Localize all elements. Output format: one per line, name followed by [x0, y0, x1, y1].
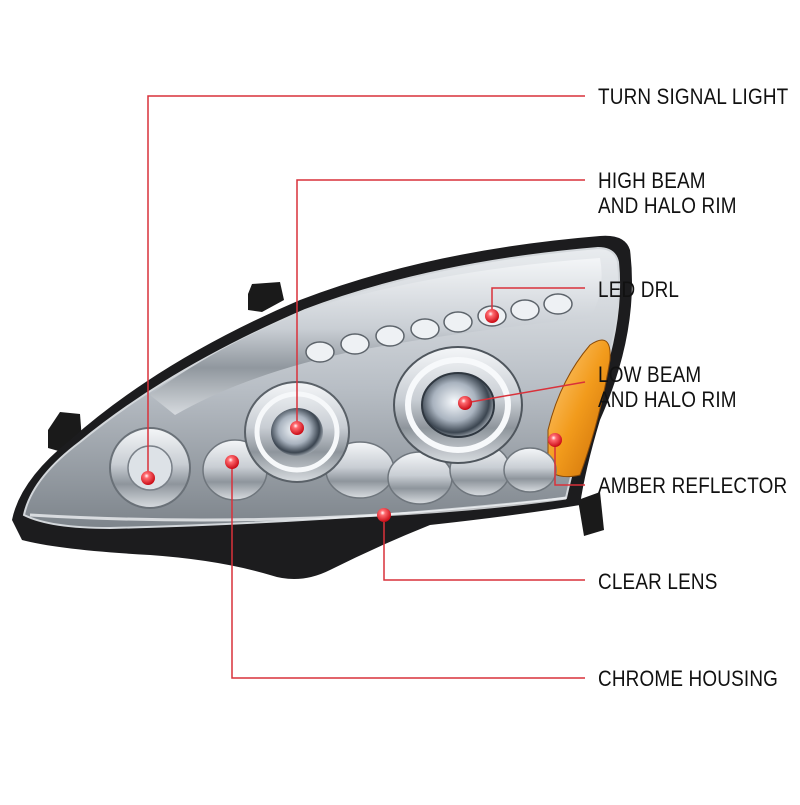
label-turn-signal-light: TURN SIGNAL LIGHT [598, 84, 788, 109]
dot-chrome-housing [225, 455, 239, 469]
turn-signal-housing [109, 427, 191, 509]
leader-amber-reflector [554, 440, 585, 486]
label-led-drl: LED DRL [598, 277, 679, 302]
label-chrome-housing: CHROME HOUSING [598, 666, 778, 691]
led-drl-row [305, 293, 573, 363]
label-line: TURN SIGNAL LIGHT [598, 84, 789, 109]
leader-high-beam [296, 179, 585, 428]
amber-reflector [547, 339, 611, 478]
dot-led-drl [485, 309, 499, 323]
label-line: AMBER REFLECTOR [598, 473, 788, 498]
leader-low-beam [464, 381, 586, 404]
callout-dots [141, 309, 562, 522]
label-amber-reflector: AMBER REFLECTOR [598, 473, 787, 498]
label-low-beam-halo-rim: LOW BEAM AND HALO RIM [598, 362, 737, 412]
leader-turn-signal [147, 95, 585, 478]
low-beam-halo [393, 346, 523, 464]
label-line: CHROME HOUSING [598, 666, 779, 691]
leader-chrome-housing [231, 462, 585, 679]
dot-high-beam [290, 421, 304, 435]
label-line: LOW BEAM [598, 362, 702, 387]
label-line: CLEAR LENS [598, 569, 718, 594]
headlight-assembly [12, 235, 632, 579]
lens-bottom-trim [29, 496, 567, 522]
label-clear-lens: CLEAR LENS [598, 569, 717, 594]
mount-tab-top [248, 282, 284, 312]
leader-lines [147, 95, 586, 679]
mount-tab-right [578, 492, 604, 536]
dot-low-beam [458, 396, 472, 410]
label-line: AND HALO RIM [598, 193, 737, 218]
label-line: AND HALO RIM [598, 387, 737, 412]
label-line: LED DRL [598, 277, 680, 302]
dot-clear-lens [377, 508, 391, 522]
dot-amber-reflector [548, 433, 562, 447]
leader-led-drl [491, 287, 585, 316]
leader-clear-lens [383, 515, 585, 581]
label-line: HIGH BEAM [598, 168, 706, 193]
dot-turn-signal [141, 471, 155, 485]
label-high-beam-halo-rim: HIGH BEAM AND HALO RIM [598, 168, 737, 218]
